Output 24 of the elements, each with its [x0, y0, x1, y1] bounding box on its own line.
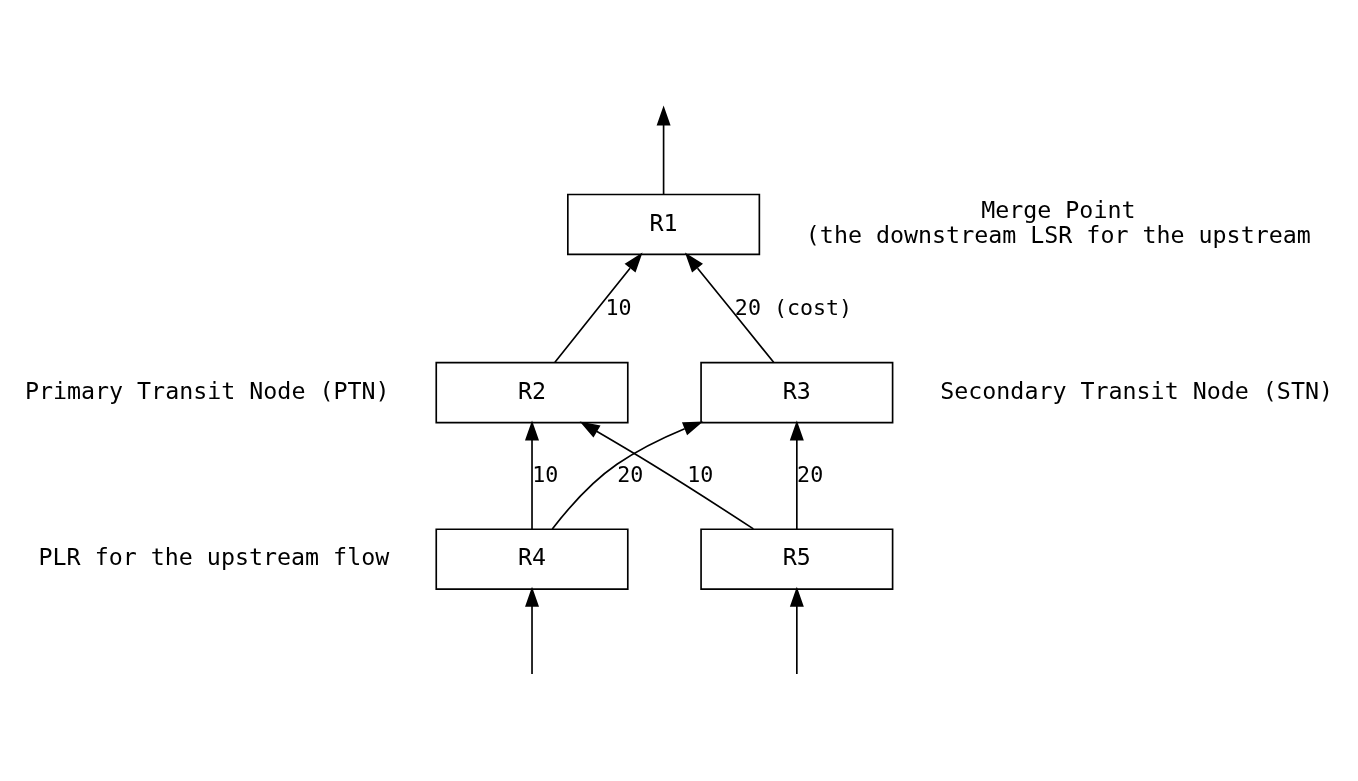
node-label: Secondary Transit Node (STN) — [940, 376, 1333, 404]
arrow — [656, 105, 671, 195]
arrow — [684, 252, 775, 363]
arrow — [554, 252, 643, 363]
node-box: R2 — [435, 361, 629, 423]
node-box: R5 — [700, 527, 894, 590]
arrow — [525, 419, 540, 530]
edge-label: 10 — [532, 461, 559, 487]
node-label: Merge Point — [981, 195, 1136, 223]
arrow — [579, 421, 755, 530]
edge-label: 20 — [797, 461, 824, 487]
arrow — [789, 419, 804, 530]
node-label: PLR for the upstream flow — [38, 542, 390, 570]
edge-label: 20 (cost) — [734, 294, 853, 320]
arrow — [525, 586, 540, 675]
node-box: R3 — [700, 361, 894, 423]
edge-label: 10 — [687, 461, 714, 487]
node-box: R4 — [435, 527, 629, 590]
node-label: Primary Transit Node (PTN) — [24, 376, 390, 404]
arrow — [789, 586, 804, 675]
edge-label: 20 — [617, 461, 644, 487]
node-box: R1 — [567, 193, 761, 255]
arrow — [551, 420, 704, 530]
edge-label: 10 — [605, 294, 632, 320]
